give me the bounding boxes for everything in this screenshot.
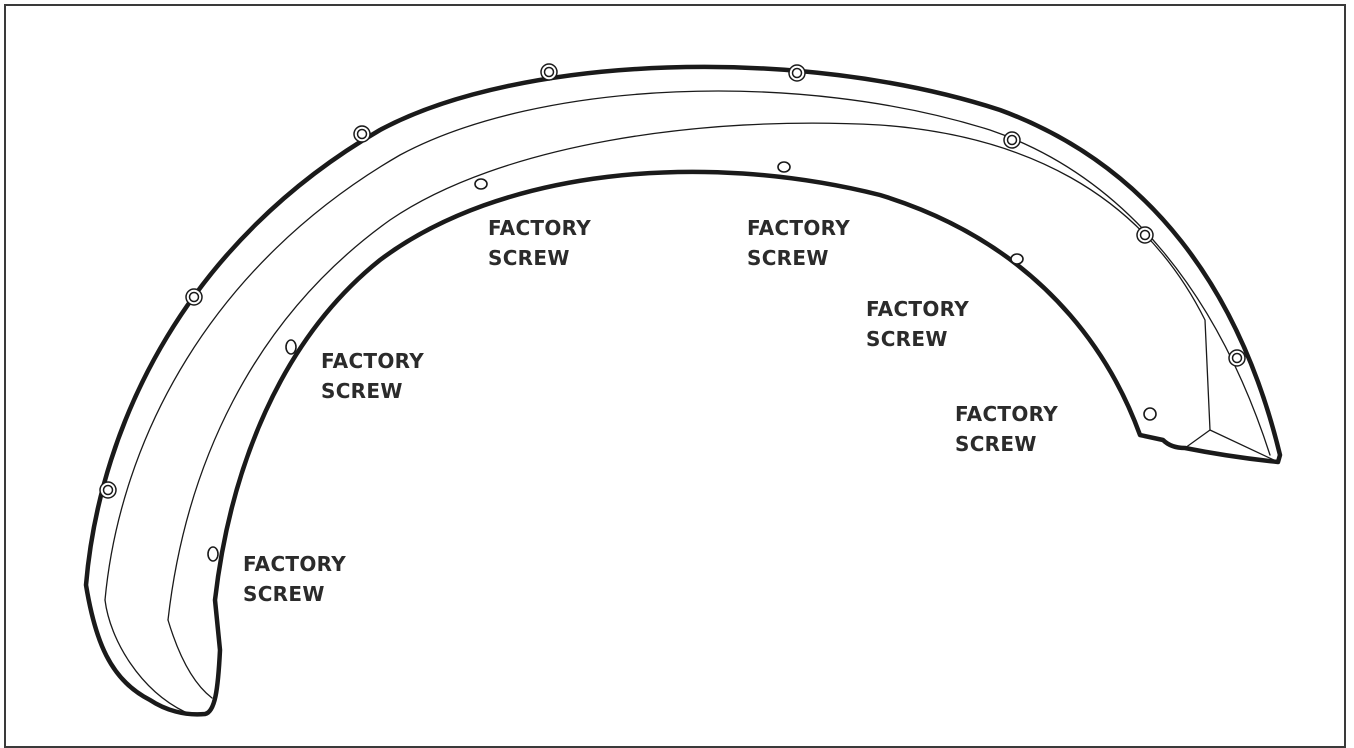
flare-end-face-left bbox=[104, 599, 213, 713]
rivet-icon bbox=[540, 63, 558, 81]
flare-molding-line bbox=[167, 122, 1211, 621]
screw-hole-icon bbox=[777, 161, 791, 173]
rivet-icon bbox=[185, 288, 203, 306]
label-line-2: SCREW bbox=[866, 327, 948, 351]
label-line-1: FACTORY bbox=[955, 402, 1059, 426]
factory-screw-label: FACTORY SCREW bbox=[747, 213, 850, 273]
rivet-icon bbox=[99, 481, 117, 499]
label-line-2: SCREW bbox=[747, 246, 829, 270]
screw-hole-icon bbox=[1010, 253, 1024, 265]
label-line-1: FACTORY bbox=[866, 297, 970, 321]
flare-outer-edge bbox=[83, 64, 1283, 717]
rivet-icon bbox=[1003, 131, 1021, 149]
rivet-icon bbox=[788, 64, 806, 82]
screw-hole-icon bbox=[207, 546, 219, 562]
label-line-1: FACTORY bbox=[243, 552, 347, 576]
screw-hole-icon bbox=[1143, 407, 1157, 421]
screw-holes bbox=[207, 161, 1157, 562]
screw-hole-icon bbox=[285, 339, 297, 355]
factory-screw-label: FACTORY SCREW bbox=[955, 399, 1058, 459]
factory-screw-label: FACTORY SCREW bbox=[488, 213, 591, 273]
factory-screw-label: FACTORY SCREW bbox=[321, 346, 424, 406]
flare-end-face-right bbox=[1184, 429, 1279, 463]
rivet-icon bbox=[353, 125, 371, 143]
label-line-2: SCREW bbox=[955, 432, 1037, 456]
label-line-2: SCREW bbox=[321, 379, 403, 403]
factory-screw-label: FACTORY SCREW bbox=[243, 549, 346, 609]
label-line-1: FACTORY bbox=[321, 349, 425, 373]
rivet-icon bbox=[1228, 349, 1246, 367]
factory-screw-label: FACTORY SCREW bbox=[866, 294, 969, 354]
rivet-icon bbox=[1136, 226, 1154, 244]
diagram-frame bbox=[4, 4, 1346, 748]
screw-hole-icon bbox=[474, 178, 488, 190]
rim-rivets bbox=[99, 63, 1246, 499]
label-line-2: SCREW bbox=[243, 582, 325, 606]
label-line-1: FACTORY bbox=[488, 216, 592, 240]
label-line-1: FACTORY bbox=[747, 216, 851, 240]
label-line-2: SCREW bbox=[488, 246, 570, 270]
